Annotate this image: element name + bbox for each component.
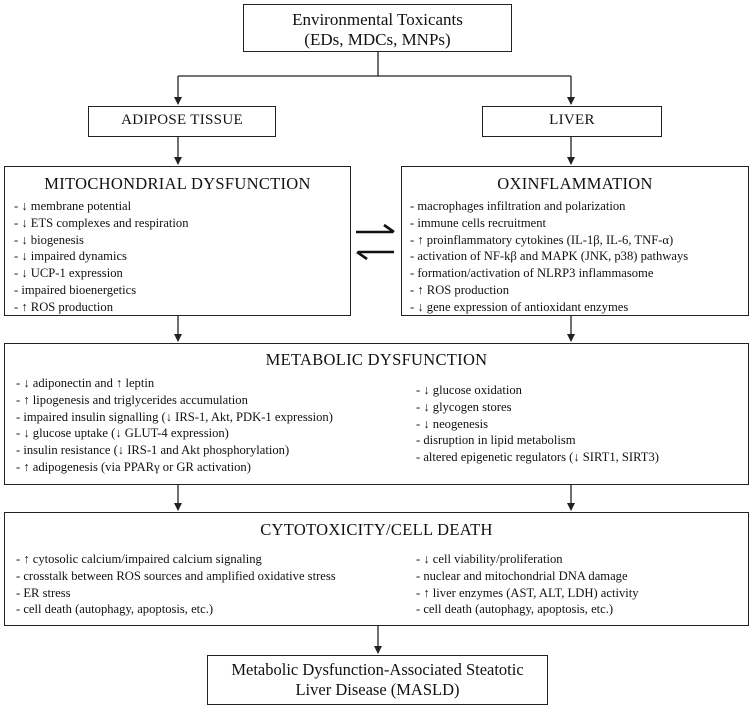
adipose-tissue-box: ADIPOSE TISSUE [88, 106, 276, 137]
masld-title-line2: Liver Disease (MASLD) [295, 680, 460, 699]
list-item: - ↓ UCP-1 expression [14, 266, 123, 281]
mitochondrial-dysfunction-list: - ↓ membrane potential - ↓ ETS complexes… [5, 198, 350, 316]
list-item: - immune cells recruitment [410, 215, 547, 230]
list-item: - impaired bioenergetics [14, 282, 137, 297]
list-item: - ↑ ROS production [410, 282, 509, 297]
list-item: - ↓ biogenesis [14, 232, 84, 247]
metabolic-dysfunction-title: METABOLIC DYSFUNCTION [265, 350, 488, 369]
list-item: - ER stress [16, 585, 71, 600]
list-item: - cell death (autophagy, apoptosis, etc.… [16, 602, 214, 617]
list-item: - ↓ impaired dynamics [14, 249, 127, 264]
list-item: - ↓ adiponectin and ↑ leptin [16, 376, 155, 390]
oxinflammation-title: OXINFLAMMATION [497, 174, 653, 193]
list-item: - ↓ glycogen stores [416, 399, 512, 414]
metabolic-dysfunction-list-left: - ↓ adiponectin and ↑ leptin - ↑ lipogen… [16, 375, 333, 476]
list-item: - cell death (autophagy, apoptosis, etc.… [416, 602, 614, 617]
mitochondrial-dysfunction-title: MITOCHONDRIAL DYSFUNCTION [44, 174, 311, 193]
metabolic-dysfunction-list-right: - ↓ glucose oxidation - ↓ glycogen store… [416, 382, 659, 466]
cytotoxicity-list-left: - ↑ cytosolic calcium/impaired calcium s… [16, 551, 336, 618]
list-item: - insulin resistance (↓ IRS-1 and Akt ph… [16, 443, 290, 458]
list-item: - ↓ membrane potential [14, 199, 132, 213]
list-item: - ↓ glucose oxidation [416, 383, 522, 397]
oxinflammation-list: - macrophages infiltration and polarizat… [402, 198, 748, 316]
bidirectional-arrow-icon [356, 223, 395, 261]
list-item: - ↓ glucose uptake (↓ GLUT-4 expression) [16, 426, 229, 441]
list-item: - ↓ cell viability/proliferation [416, 552, 563, 566]
masld-title-line1: Metabolic Dysfunction-Associated Steatot… [231, 660, 524, 679]
cytotoxicity-list-right: - ↓ cell viability/proliferation - nucle… [416, 551, 639, 618]
list-item: - impaired insulin signalling (↓ IRS-1, … [16, 409, 333, 424]
toxicants-subtitle: (EDs, MDCs, MNPs) [304, 30, 451, 49]
list-item: - crosstalk between ROS sources and ampl… [16, 568, 336, 583]
masld-box: Metabolic Dysfunction-Associated Steatot… [207, 655, 548, 705]
list-item: - disruption in lipid metabolism [416, 433, 576, 448]
list-item: - ↑ adipogenesis (via PPARγ or GR activa… [16, 459, 251, 474]
list-item: - ↑ liver enzymes (AST, ALT, LDH) activi… [416, 585, 639, 600]
list-item: - ↑ proinflammatory cytokines (IL-1β, IL… [410, 232, 674, 247]
list-item: - formation/activation of NLRP3 inflamma… [410, 266, 654, 281]
list-item: - ↑ lipogenesis and triglycerides accumu… [16, 392, 248, 407]
list-item: - ↑ ROS production [14, 299, 113, 314]
list-item: - ↓ neogenesis [416, 416, 489, 431]
metabolic-dysfunction-box: METABOLIC DYSFUNCTION - ↓ adiponectin an… [4, 343, 749, 485]
list-item: - macrophages infiltration and polarizat… [410, 199, 626, 213]
cytotoxicity-title: CYTOTOXICITY/CELL DEATH [260, 520, 493, 539]
list-item: - activation of NF-kβ and MAPK (JNK, p38… [410, 249, 689, 264]
liver-label: LIVER [549, 112, 595, 128]
toxicants-title: Environmental Toxicants [292, 10, 463, 29]
adipose-tissue-label: ADIPOSE TISSUE [121, 112, 243, 128]
list-item: - ↑ cytosolic calcium/impaired calcium s… [16, 552, 262, 566]
oxinflammation-box: OXINFLAMMATION - macrophages infiltratio… [401, 166, 749, 316]
mitochondrial-dysfunction-box: MITOCHONDRIAL DYSFUNCTION - ↓ membrane p… [4, 166, 351, 316]
list-item: - ↓ ETS complexes and respiration [14, 215, 189, 230]
environmental-toxicants-box: Environmental Toxicants (EDs, MDCs, MNPs… [243, 4, 512, 52]
liver-box: LIVER [482, 106, 662, 137]
list-item: - nuclear and mitochondrial DNA damage [416, 568, 628, 583]
cytotoxicity-box: CYTOTOXICITY/CELL DEATH - ↑ cytosolic ca… [4, 512, 749, 626]
list-item: - altered epigenetic regulators (↓ SIRT1… [416, 450, 659, 465]
list-item: - ↓ gene expression of antioxidant enzym… [410, 299, 629, 314]
